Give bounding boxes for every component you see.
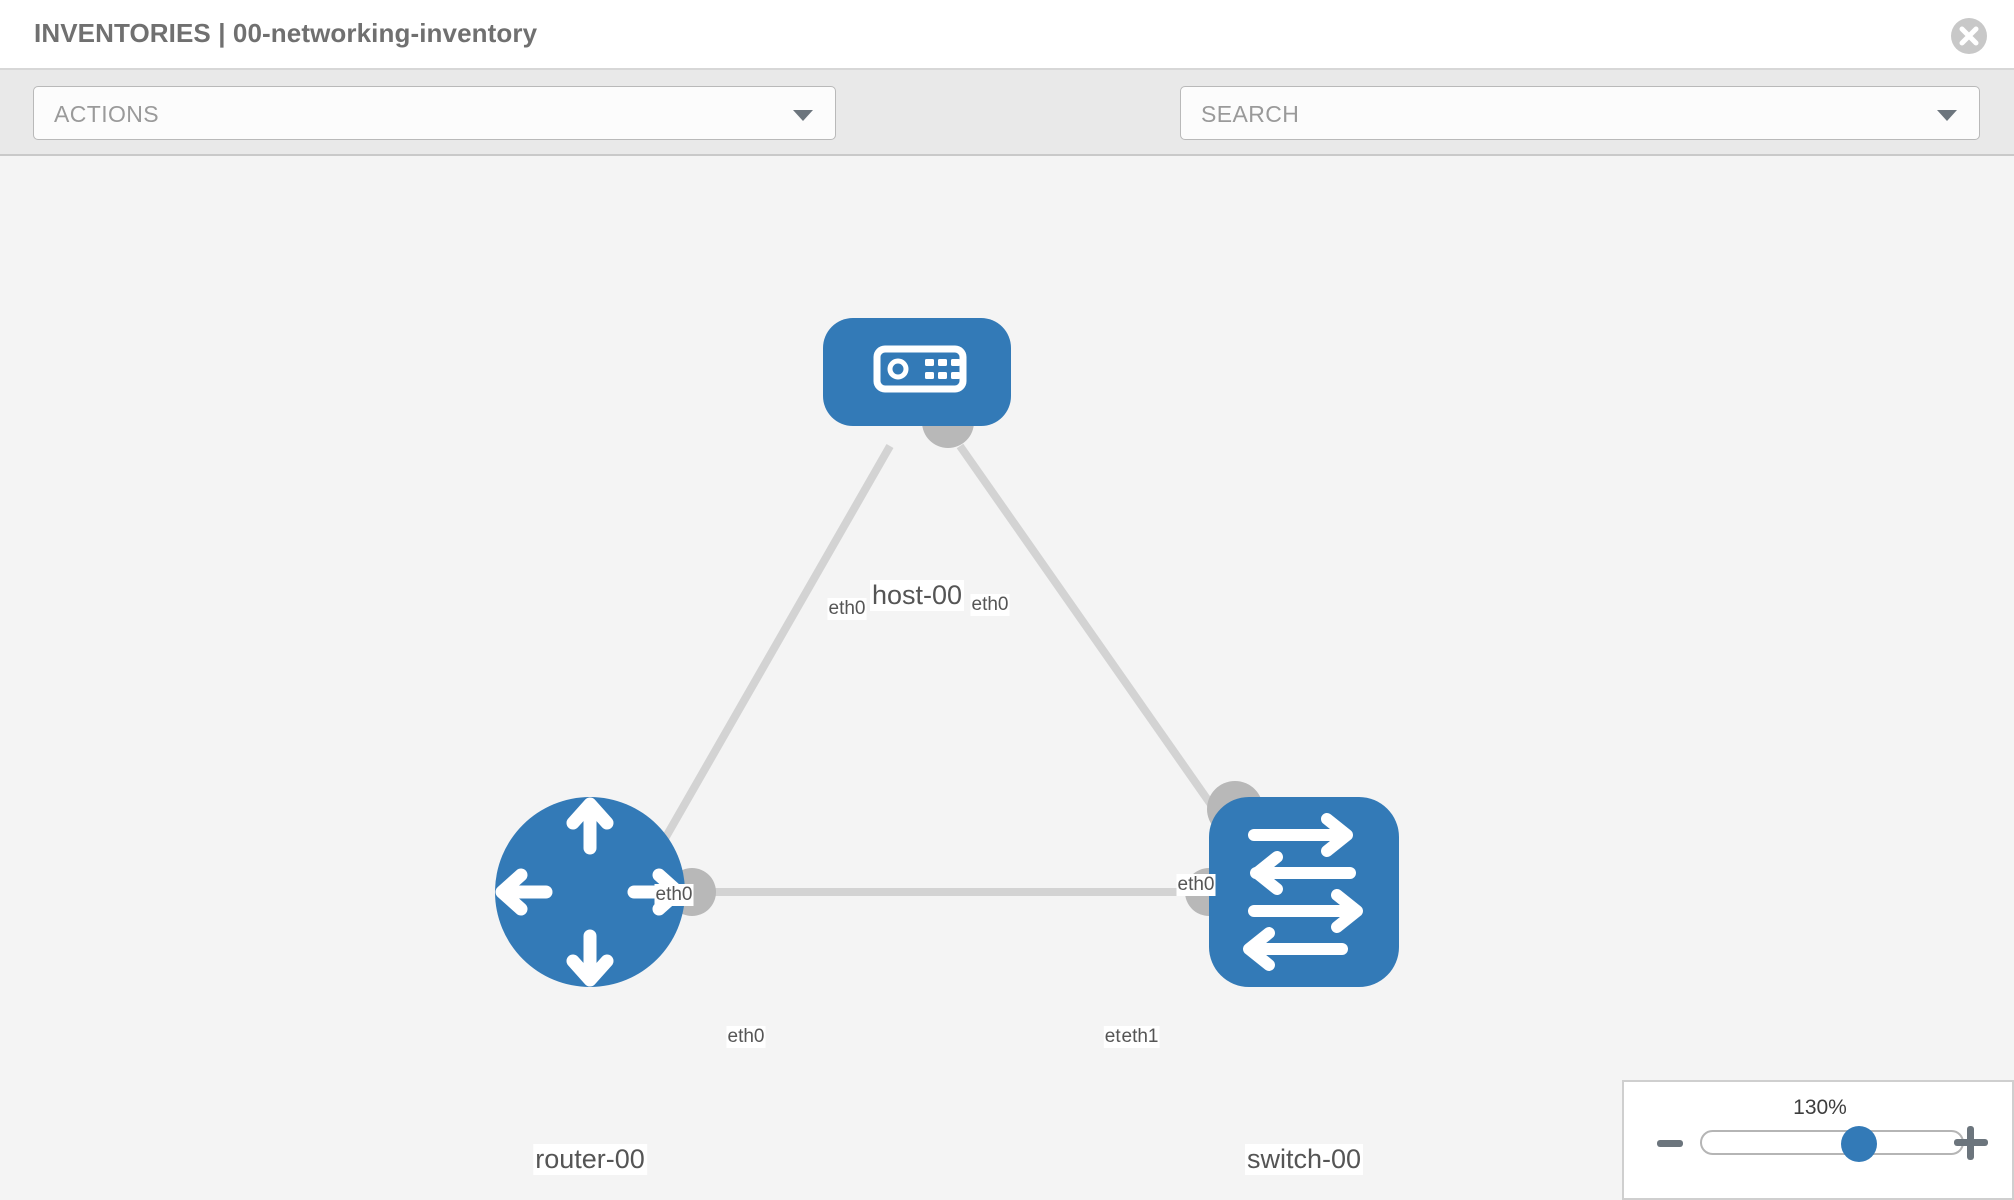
search-input[interactable]: SEARCH [1180,86,1980,140]
topology-links [651,443,1244,896]
zoom-slider[interactable] [1700,1126,1964,1162]
chevron-down-icon[interactable] [1937,110,1957,121]
node-label-switch-00: switch-00 [1244,1144,1364,1175]
close-icon[interactable] [1950,17,1988,55]
actions-dropdown-label: ACTIONS [54,101,160,127]
plus-icon[interactable] [1954,1126,1988,1160]
page-header: INVENTORIES | 00-networking-inventory [0,0,2014,70]
iface-label: eth0 [970,594,1010,616]
page-title: INVENTORIES | 00-networking-inventory [34,18,538,48]
toolbar: ACTIONS SEARCH [0,70,2014,193]
zoom-slider-handle[interactable] [1840,1126,1877,1162]
link-host-router [651,444,894,858]
link-host-switch [956,443,1244,849]
iface-label: eth1 [1120,1026,1160,1048]
search-placeholder: SEARCH [1201,101,1300,127]
actions-dropdown[interactable]: ACTIONS [33,86,836,140]
topology-canvas[interactable]: eth0 eth0 eth0 eth0 eth0 eth eth1 host-0… [0,156,2014,1200]
node-host-00 [823,318,1011,426]
zoom-level-value: 130% [1793,1096,1847,1119]
iface-label: eth0 [654,884,694,906]
zoom-control-panel: 130% [1622,1080,2014,1200]
iface-label: eth0 [726,1026,766,1048]
node-router-00 [495,797,685,987]
topology-graph [495,318,1399,987]
chevron-down-icon [793,110,813,121]
iface-label: eth0 [827,598,867,620]
node-label-router-00: router-00 [533,1144,647,1175]
minus-icon[interactable] [1657,1140,1683,1147]
topology-connectors [668,396,1263,916]
iface-label: eth0 [1176,874,1216,896]
node-switch-00 [1209,797,1399,987]
node-label-host-00: host-00 [869,580,965,611]
